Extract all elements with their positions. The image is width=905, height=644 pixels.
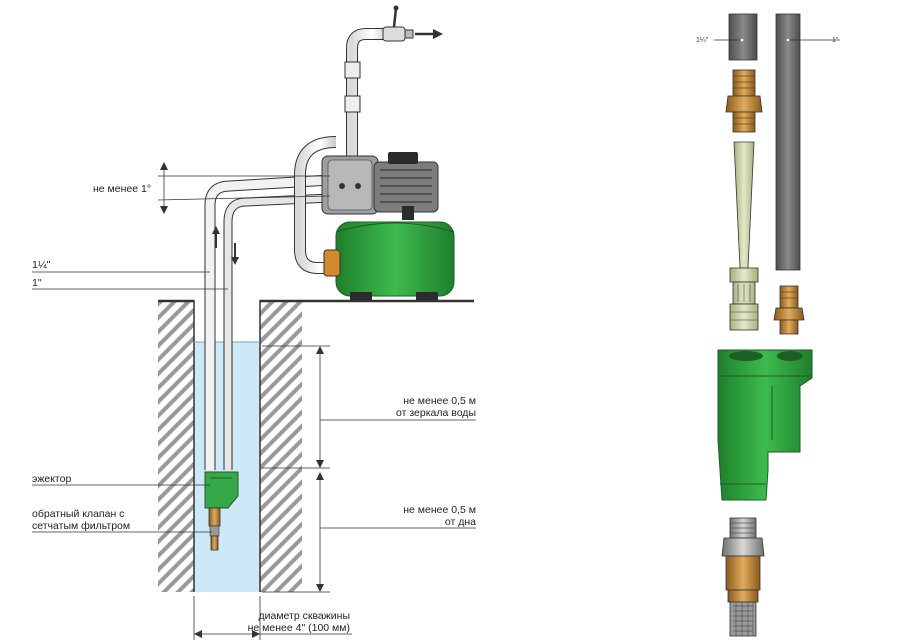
min-slope-label: не менее 1° xyxy=(93,183,151,195)
brass-nipple-1-25 xyxy=(725,69,763,133)
venturi-nozzle xyxy=(729,141,759,331)
flow-arrow-up xyxy=(212,226,220,248)
pipe-size-leaders xyxy=(32,271,228,290)
pump-housing xyxy=(321,155,379,215)
depth-bottom-label-line2: от дна xyxy=(445,516,476,528)
exploded-pipe-1-25 xyxy=(728,13,758,61)
depth-water-label-line1: не менее 0,5 м xyxy=(403,395,476,407)
pipe-1-label: 1" xyxy=(32,277,42,289)
ejector xyxy=(204,471,239,509)
depth-bottom-label-line1: не менее 0,5 м xyxy=(403,504,476,516)
pump-motor xyxy=(373,152,439,220)
diameter-label-line1: диаметр скважины xyxy=(259,610,351,622)
ejector-label: эжектор xyxy=(32,473,71,485)
flow-arrow-down xyxy=(231,243,239,265)
depth-water-label-line2: от зеркала воды xyxy=(396,407,476,419)
check-valve-with-filter xyxy=(208,507,221,551)
depth-dimensions xyxy=(262,345,476,593)
outlet-valve xyxy=(382,5,414,42)
suction-pipes xyxy=(204,174,331,470)
outlet-arrow-icon xyxy=(415,29,443,39)
exploded-pipe-1-label: 1" xyxy=(832,37,839,44)
exploded-pipe-1 xyxy=(775,13,801,271)
exploded-pipe-1-25-label: 1¼" xyxy=(696,37,709,44)
slope-annotation xyxy=(157,162,331,214)
diameter-dimension xyxy=(193,596,352,640)
pipe-1-25-label: 1¼" xyxy=(32,259,51,271)
ejector-body xyxy=(717,349,813,501)
hydraulic-accumulator-tank xyxy=(323,221,455,300)
exploded-view: 1¼" 1" xyxy=(696,13,840,637)
exploded-check-valve xyxy=(721,517,765,603)
pump-station xyxy=(294,5,455,300)
diameter-label-line2: не менее 4" (100 мм) xyxy=(248,622,350,634)
ejector-leaders xyxy=(32,484,212,533)
ground-wall-left xyxy=(158,302,194,592)
mesh-filter xyxy=(729,601,757,637)
brass-nipple-1 xyxy=(773,285,805,335)
check-valve-label-line1: обратный клапан с xyxy=(32,508,124,520)
ground-wall-right xyxy=(260,302,302,592)
check-valve-label-line2: сетчатым фильтром xyxy=(32,520,130,532)
